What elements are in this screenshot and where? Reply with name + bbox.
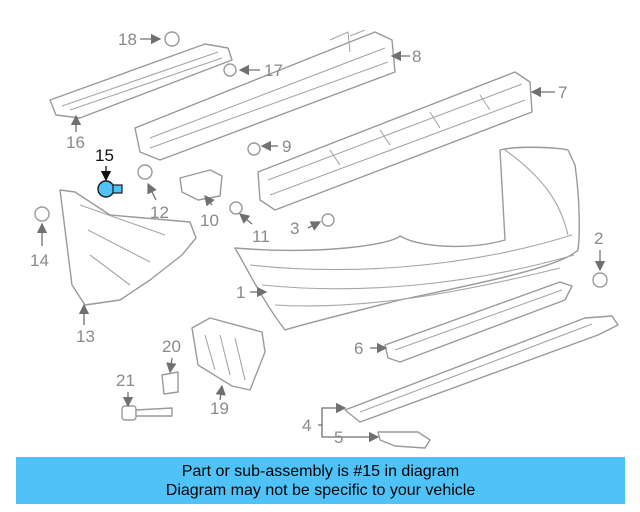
part-14-fastener[interactable]	[34, 206, 50, 222]
part-15-highlighted-fastener[interactable]	[97, 180, 123, 198]
callout-10: 10	[200, 211, 219, 230]
part-18-fastener[interactable]	[164, 31, 180, 47]
callout-2: 2	[594, 229, 603, 248]
callout-7: 7	[558, 83, 567, 102]
part-5-bracket[interactable]	[377, 431, 431, 449]
callout-17: 17	[264, 61, 283, 80]
part-6-lower-trim[interactable]	[384, 281, 573, 363]
part-21-bolt[interactable]	[121, 405, 173, 421]
callout-5: 5	[334, 428, 343, 447]
part-4-lower-valance[interactable]	[344, 315, 619, 423]
callout-4: 4	[302, 416, 311, 435]
part-19-shield[interactable]	[191, 317, 266, 391]
callout-9: 9	[282, 137, 291, 156]
part-13-side-bracket[interactable]	[59, 189, 197, 306]
part-12-fastener[interactable]	[137, 164, 153, 180]
callout-8: 8	[412, 47, 421, 66]
callout-19: 19	[210, 399, 229, 418]
part-7-energy-absorber[interactable]	[257, 71, 533, 211]
callout-18: 18	[118, 30, 137, 49]
part-2-fastener[interactable]	[592, 272, 608, 288]
part-10-bracket[interactable]	[179, 169, 223, 201]
banner-line-1: Part or sub-assembly is #15 in diagram	[181, 462, 460, 480]
callout-13: 13	[76, 327, 95, 346]
callout-3: 3	[290, 219, 299, 238]
info-banner: Part or sub-assembly is #15 in diagram D…	[16, 457, 625, 504]
part-9-fastener[interactable]	[247, 142, 261, 156]
callout-14: 14	[30, 251, 49, 270]
banner-line-2: Diagram may not be specific to your vehi…	[165, 481, 476, 499]
part-16-bracket[interactable]	[49, 43, 233, 119]
callout-12: 12	[150, 203, 169, 222]
callout-11: 11	[252, 227, 270, 246]
callout-6: 6	[354, 339, 363, 358]
callout-16: 16	[66, 133, 85, 152]
parts-diagram: 18 17 8 7 9 16 15 12 10 11 14 3 2 1 13 6…	[30, 29, 619, 449]
part-1-bumper-cover[interactable]	[234, 146, 580, 331]
part-17-fastener[interactable]	[223, 63, 237, 77]
part-3-fastener[interactable]	[321, 213, 335, 227]
callout-1: 1	[236, 283, 245, 302]
callout-21: 21	[116, 371, 135, 390]
part-8-reinforcement-bar[interactable]	[134, 29, 396, 161]
part-11-fastener[interactable]	[229, 201, 243, 215]
callout-20: 20	[162, 337, 181, 356]
part-20-clip[interactable]	[161, 371, 179, 395]
callout-15: 15	[95, 146, 114, 165]
